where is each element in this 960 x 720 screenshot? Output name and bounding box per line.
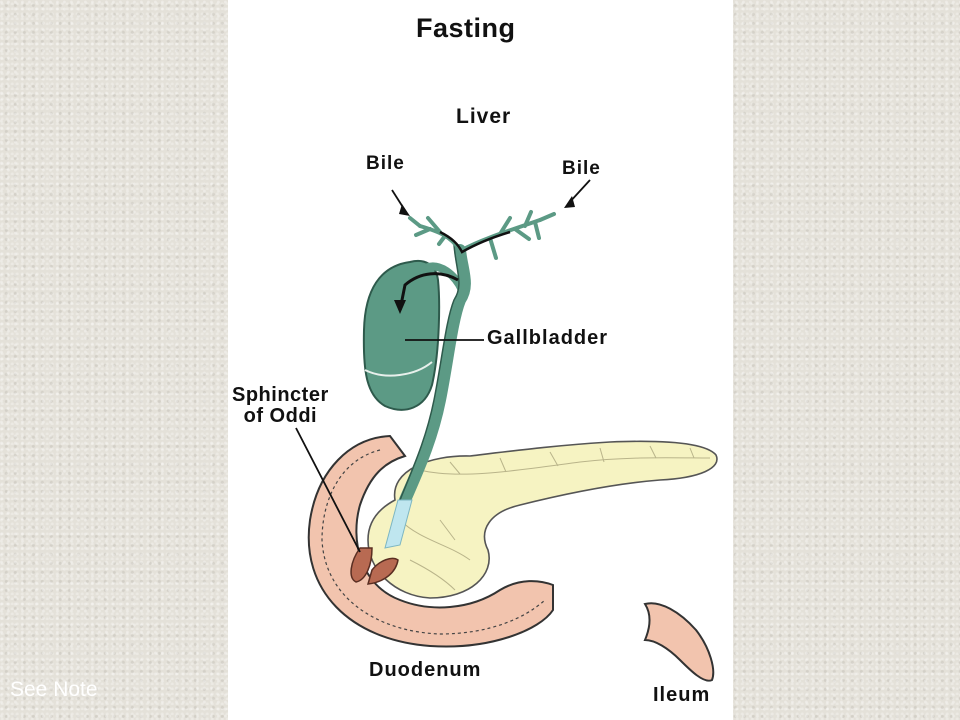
diagram-title: Fasting [416, 13, 516, 43]
gallbladder-fundus-line [364, 361, 433, 377]
pancreas-texture [399, 445, 711, 591]
ileum-shape [643, 602, 715, 682]
gallbladder-shape [362, 260, 441, 411]
duct-outline [399, 244, 460, 501]
see-note-link[interactable]: See Note [10, 678, 98, 701]
sphincter-label-line2: of Oddi [243, 405, 318, 427]
sphincter-shape-left [350, 547, 373, 583]
bile-right-arrowhead [564, 196, 575, 208]
hepatic-duct-dark [439, 230, 511, 254]
cystic-duct [423, 262, 466, 292]
gallbladder-label: Gallbladder [487, 327, 609, 349]
sphincter-label-line1: Sphincter [232, 384, 329, 406]
bile-label-right: Bile [562, 158, 601, 179]
ileum-label: Ileum [653, 684, 711, 706]
duodenum-shape [307, 434, 554, 648]
liver-label: Liver [456, 105, 512, 128]
bile-label-left: Bile [366, 153, 405, 174]
pancreas-shape [367, 440, 718, 599]
hepatic-ducts [408, 210, 556, 260]
bile-flow-arrow [398, 272, 459, 311]
sphincter-label: Sphincter of Oddi [232, 385, 329, 427]
pancreatic-duct-entry [384, 499, 413, 549]
common-bile-duct [399, 244, 471, 506]
duodenum-label: Duodenum [369, 659, 482, 681]
bile-left-arrowhead [399, 204, 410, 216]
sphincter-shape-right [366, 557, 399, 585]
bile-flow-arrowhead [394, 300, 406, 314]
